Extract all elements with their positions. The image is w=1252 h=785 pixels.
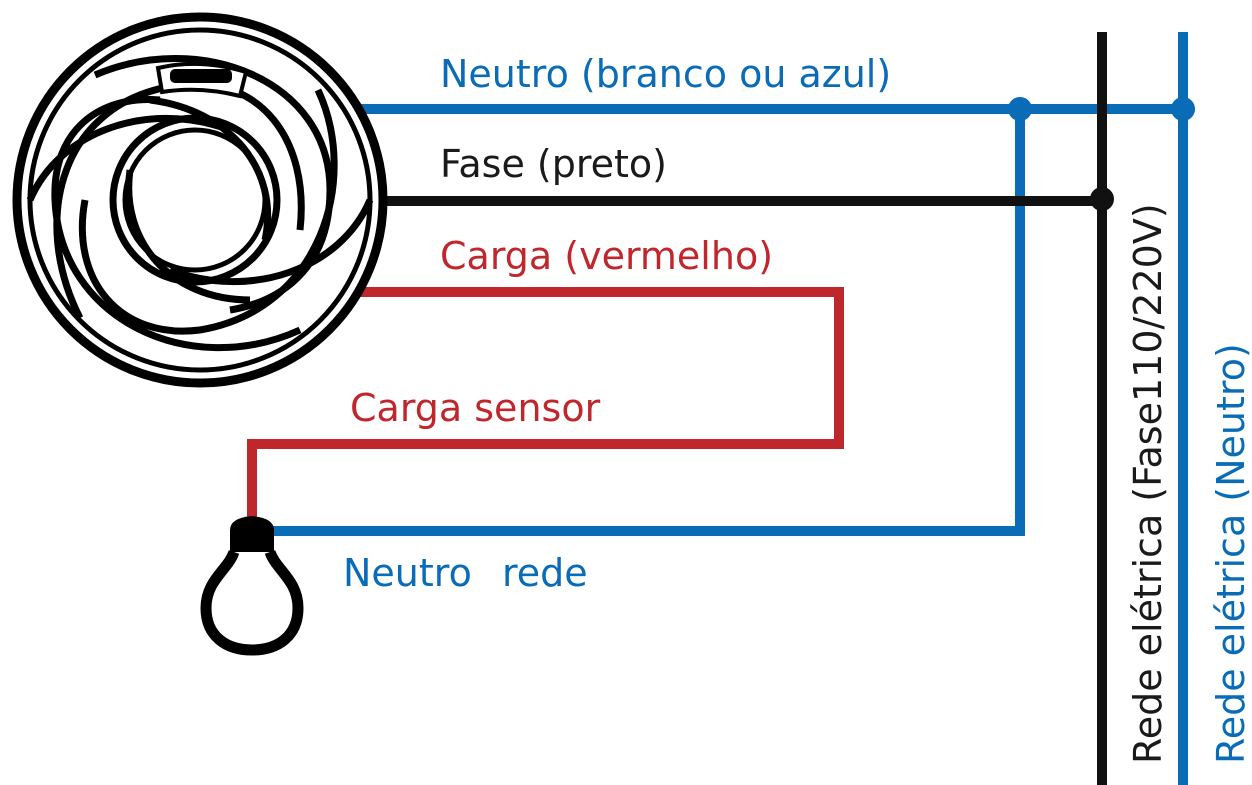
light-bulb-icon [200,516,304,656]
junction-dot-mains-neutral [1171,97,1195,121]
fase-label: Fase (preto) [440,142,667,186]
junction-dot-mains-phase [1090,187,1114,211]
rede-neutro-label: Rede elétrica (Neutro) [1209,343,1252,764]
neutro-rede-label-1: Neutro [343,551,472,595]
carga-sensor-label: Carga sensor [350,386,601,430]
carga-label: Carga (vermelho) [440,234,773,278]
neutro-rede-label-2: rede [502,551,588,595]
junction-dot-neutral-drop [1008,97,1032,121]
rede-fase-label: Rede elétrica (Fase110/220V) [1126,203,1170,764]
presence-sensor-icon [12,12,388,388]
load-wire [247,287,844,522]
neutro-label: Neutro (branco ou azul) [440,52,891,96]
